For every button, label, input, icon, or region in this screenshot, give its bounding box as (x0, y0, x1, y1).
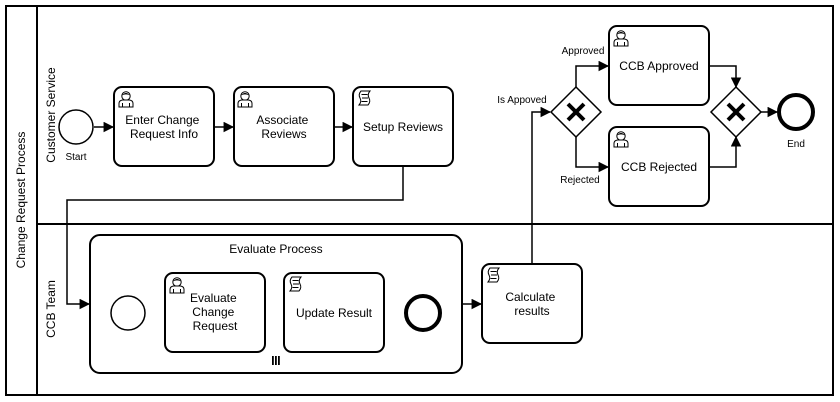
task-ccb-approved[interactable]: CCB Approved (608, 25, 710, 106)
subprocess-evaluate-process[interactable]: Evaluate Process (89, 234, 463, 374)
svg-text:Enter Change Request Inf: Enter Change Request Info (125, 113, 202, 141)
subprocess-end-event[interactable] (404, 294, 442, 332)
task-update-result[interactable]: Update Result (283, 272, 385, 353)
svg-text:Update Result: Update Result (296, 306, 373, 320)
script-icon (289, 276, 302, 292)
task-setup-reviews[interactable]: Setup Reviews (352, 86, 454, 167)
task-label-line: Calculate (505, 290, 555, 304)
svg-text:Evaluate Change Re: Evaluate Change Request (190, 291, 240, 333)
task-label-line: Enter Change (125, 113, 199, 127)
subprocess-start-event[interactable] (110, 295, 146, 331)
task-label-line: Setup Reviews (363, 120, 443, 134)
gateway-x-icon (566, 102, 586, 122)
svg-text:CCB Approved: CCB Approved (619, 59, 698, 73)
flow-label-rejected: Rejected (560, 175, 599, 186)
svg-text:Associate Reviews: Associate Reviews (256, 113, 311, 141)
task-label-line: CCB Approved (619, 59, 698, 73)
svg-text:CCB Rejected: CCB Rejected (621, 160, 697, 174)
task-calculate-results[interactable]: Calculate results (481, 263, 583, 344)
task-label-line: Request Info (130, 127, 198, 141)
task-associate-reviews[interactable]: Associate Reviews (233, 86, 335, 167)
flow-label-approved: Approved (562, 46, 605, 57)
task-label-line: Update Result (296, 306, 373, 320)
gateway-label-is-approved: Is Appoved (497, 95, 546, 106)
lane-label-customer-service: Customer Service (44, 67, 58, 163)
task-enter-change-request-info[interactable]: Enter Change Request Info (113, 86, 215, 167)
task-evaluate-change-request[interactable]: Evaluate Change Request (164, 272, 266, 353)
script-icon (358, 90, 371, 106)
task-label-line: Evaluate (190, 291, 237, 305)
task-label-line: Change (192, 305, 234, 319)
task-label-line: Associate (256, 113, 308, 127)
pool-label: Change Request Process (14, 132, 28, 269)
task-label-line: Reviews (261, 127, 306, 141)
svg-text:Calculate results: Calculate results (505, 290, 558, 318)
gateway-x-icon (726, 102, 746, 122)
lane-label-ccb-team: CCB Team (44, 280, 58, 338)
task-label-line: CCB Rejected (621, 160, 697, 174)
gateway-merge[interactable] (709, 85, 763, 139)
start-label: Start (65, 152, 86, 163)
end-label: End (787, 139, 805, 150)
task-ccb-rejected[interactable]: CCB Rejected (608, 126, 710, 207)
end-event[interactable]: End (777, 93, 815, 150)
subprocess-title: Evaluate Process (229, 242, 322, 256)
multi-instance-marker-icon (272, 356, 280, 365)
task-label-line: Request (193, 319, 238, 333)
start-event[interactable]: Start (58, 109, 94, 163)
task-label-line: results (514, 304, 549, 318)
script-icon (487, 267, 500, 283)
gateway-is-approved[interactable]: Is Appoved Approved Rejected (497, 46, 604, 186)
svg-text:Setup Reviews: Setup Reviews (363, 120, 443, 134)
